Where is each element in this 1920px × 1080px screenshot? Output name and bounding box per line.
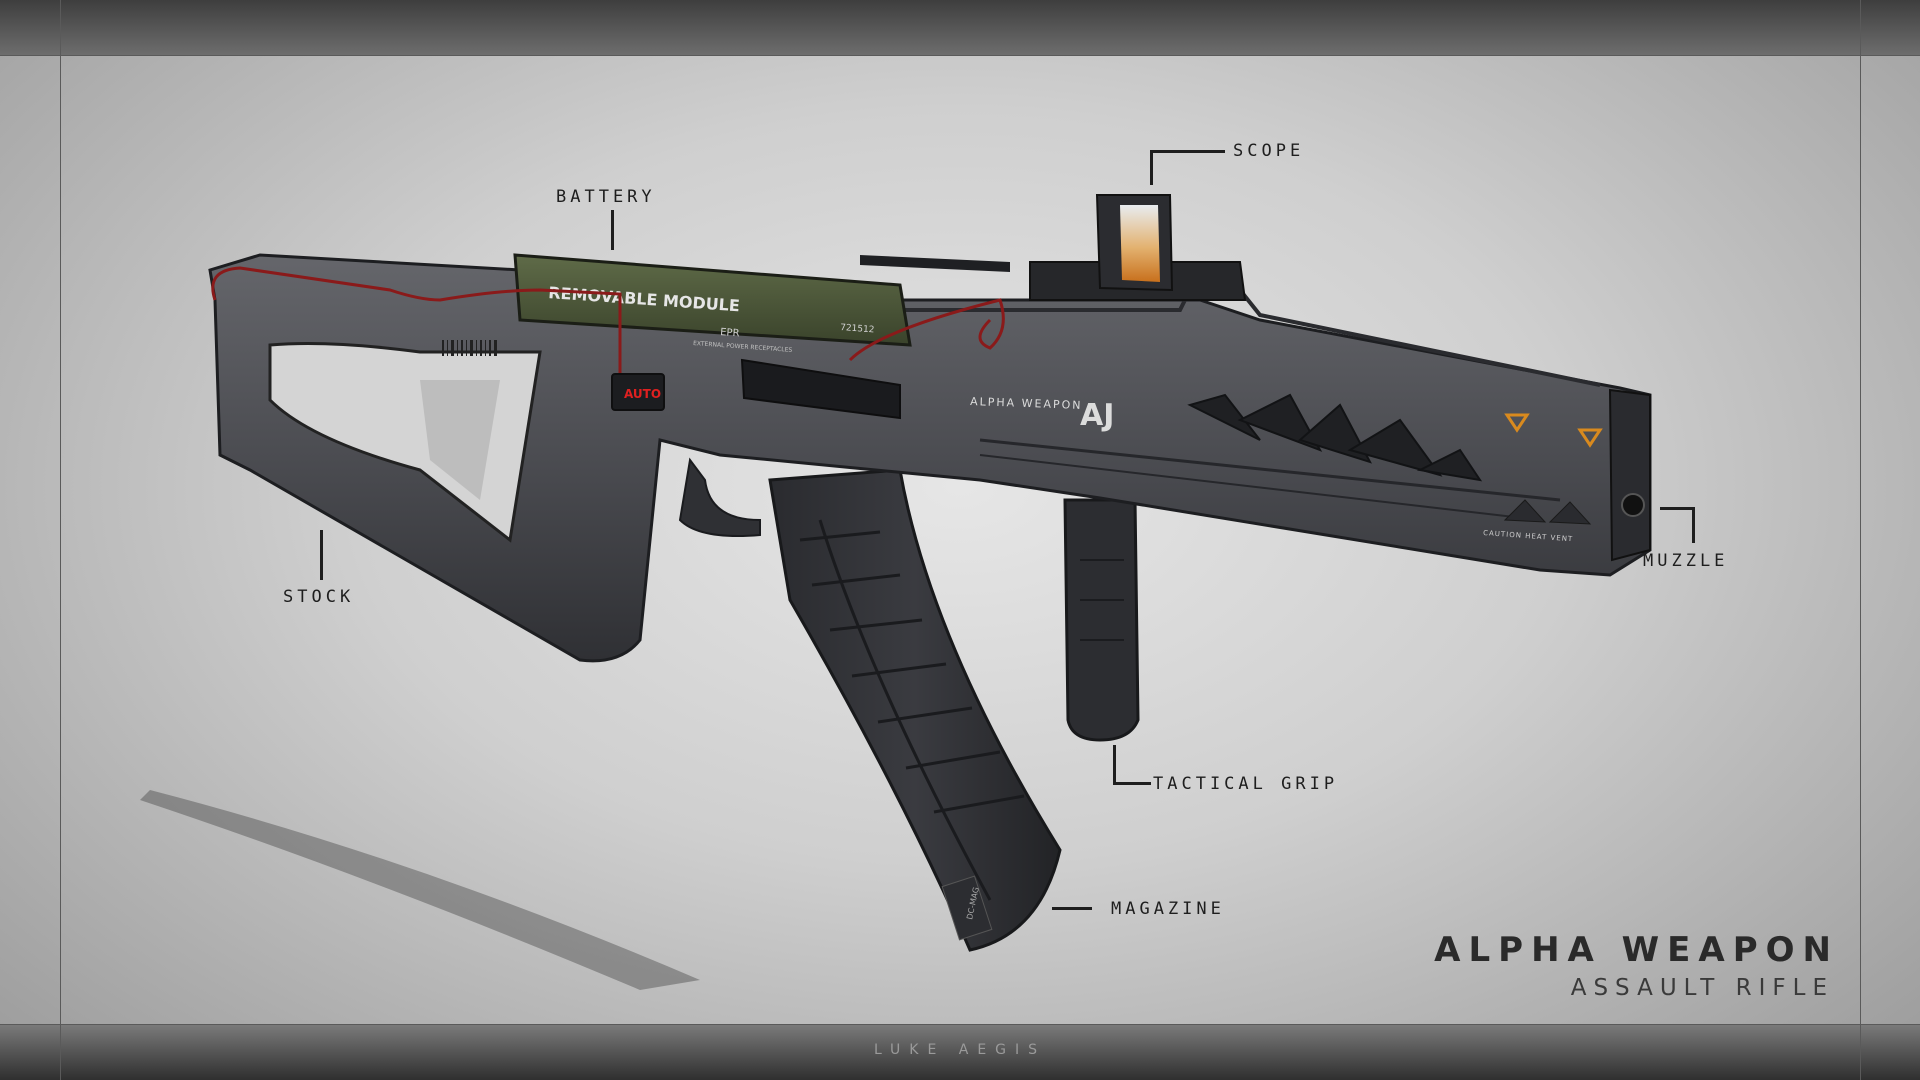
- rifle-body: [208, 253, 1652, 663]
- battery-serial-text: 721512: [840, 323, 875, 335]
- magazine-tag: [941, 875, 993, 941]
- frame-line-bottom: [0, 1024, 1920, 1025]
- callout-stock: STOCK: [283, 587, 355, 607]
- heat-vent-1: [1503, 499, 1547, 523]
- callout-scope: SCOPE: [1233, 141, 1305, 161]
- callout-battery: BATTERY: [556, 187, 656, 207]
- magazine-leader: [1052, 907, 1092, 910]
- tactical-grip: [1063, 498, 1140, 742]
- magazine-ribs: [799, 519, 1025, 901]
- vent-triangles: [1187, 393, 1483, 482]
- barcode: [442, 340, 497, 356]
- muzzle-leader-v: [1692, 507, 1695, 543]
- artist-credit: LUKE AEGIS: [873, 1042, 1047, 1058]
- fire-mode-text: AUTO: [624, 387, 661, 401]
- accent-triangle-2: [1577, 428, 1603, 448]
- grip-leader-h: [1113, 782, 1151, 785]
- battery-module: [513, 253, 912, 347]
- top-rail: [860, 255, 1010, 272]
- bottom-band: [0, 1025, 1920, 1080]
- scope-leader-h: [1150, 150, 1225, 153]
- heat-vent-2: [1548, 501, 1592, 525]
- battery-code-text: EPR: [720, 327, 740, 339]
- accent-triangle-1: [1504, 413, 1530, 433]
- frame-line-left: [60, 0, 61, 1080]
- callout-tactical-grip: TACTICAL GRIP: [1153, 774, 1339, 794]
- magazine: [768, 468, 1062, 952]
- brand-text: ALPHA WEAPON: [970, 395, 1083, 412]
- trigger-guard: [678, 457, 761, 537]
- muzzle-block: [1608, 388, 1651, 562]
- frame-line-top: [0, 55, 1920, 56]
- handguard-line-2: [979, 454, 1541, 521]
- ground-shadow: [140, 790, 700, 990]
- fire-mode-panel: [611, 373, 665, 411]
- battery-leader: [611, 210, 614, 250]
- scope-lens: [1120, 205, 1160, 282]
- callout-muzzle: MUZZLE: [1643, 551, 1729, 571]
- top-band: [0, 0, 1920, 55]
- muzzle-bore: [1621, 493, 1645, 517]
- grip-leader-v: [1113, 745, 1116, 785]
- stock-cutout-inner: [420, 380, 500, 500]
- frame-line-right: [1860, 0, 1861, 1080]
- page-subtitle: ASSAULT RIFLE: [1570, 975, 1834, 1001]
- ejection-port: [740, 358, 901, 420]
- callout-magazine: MAGAZINE: [1111, 899, 1225, 919]
- brand-logo: AJ: [1080, 398, 1114, 433]
- muzzle-leader-h: [1660, 507, 1695, 510]
- handguard-line: [979, 438, 1561, 502]
- scope-leader-v: [1150, 150, 1153, 185]
- stock-leader: [320, 530, 323, 580]
- power-wire: [211, 266, 1005, 390]
- page-title: ALPHA WEAPON: [1434, 930, 1839, 970]
